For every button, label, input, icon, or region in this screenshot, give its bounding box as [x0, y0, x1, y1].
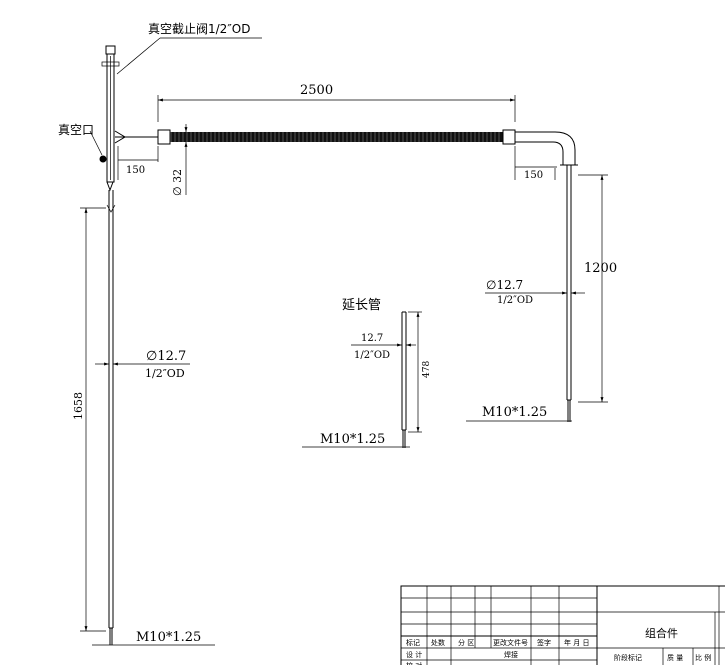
dim-left-tube-dia: ∅12.7 — [146, 349, 186, 364]
tb-drawing-name: 组合件 — [645, 626, 678, 640]
extension-tube — [401, 311, 407, 448]
dim-ext-od: 1/2″OD — [354, 350, 390, 361]
dim-hose-diameter: ∅ 32 — [171, 169, 184, 196]
tb-stage-mark: 阶段标记 — [614, 653, 642, 662]
vacuum-port-leader — [89, 130, 103, 156]
dim-ext-dia: 12.7 — [361, 333, 383, 344]
tb-header-count: 处数 — [431, 638, 445, 647]
dim-span-length: 2500 — [300, 83, 333, 98]
tb-row-design: 设 计 — [406, 650, 422, 659]
vacuum-port-label: 真空口 — [58, 123, 94, 137]
valve-leader-line — [116, 37, 161, 75]
dim-left-thread: M10*1.25 — [136, 630, 201, 645]
right-drop-tube — [566, 165, 572, 422]
tb-header-change-doc: 更改文件号 — [493, 638, 528, 647]
dim-right-tube-od: 1/2″OD — [497, 295, 533, 306]
tb-header-mark: 标记 — [406, 638, 420, 647]
horizontal-hose — [114, 129, 578, 166]
dim-right-drop: 1200 — [584, 261, 617, 276]
dim-right-thread: M10*1.25 — [482, 405, 547, 420]
dim-ext-length: 478 — [422, 361, 432, 378]
vacuum-port-knob — [99, 155, 107, 163]
tb-header-date: 年 月 日 — [564, 638, 589, 647]
dim-ext-thread: M10*1.25 — [320, 432, 385, 447]
tb-row-check: 校 对 — [406, 661, 422, 665]
tb-header-zone: 分 区 — [458, 638, 474, 647]
dim-left-tube-od: 1/2″OD — [145, 367, 185, 380]
tb-header-sign: 签字 — [537, 638, 551, 647]
extension-tube-label: 延长管 — [342, 298, 381, 313]
dim-right-offset: 150 — [524, 170, 543, 181]
tb-weight: 质 量 — [667, 653, 683, 662]
tb-scale: 比 例 — [695, 653, 711, 662]
dim-left-offset: 150 — [126, 165, 145, 176]
dim-right-tube-dia: ∅12.7 — [486, 278, 523, 292]
title-block — [400, 585, 725, 665]
tb-welding: 焊接 — [504, 650, 518, 659]
left-drop-tube — [108, 205, 114, 645]
vacuum-valve — [99, 45, 120, 213]
dim-left-drop: 1658 — [72, 392, 85, 420]
valve-label: 真空截止阀1/2″OD — [148, 22, 250, 36]
